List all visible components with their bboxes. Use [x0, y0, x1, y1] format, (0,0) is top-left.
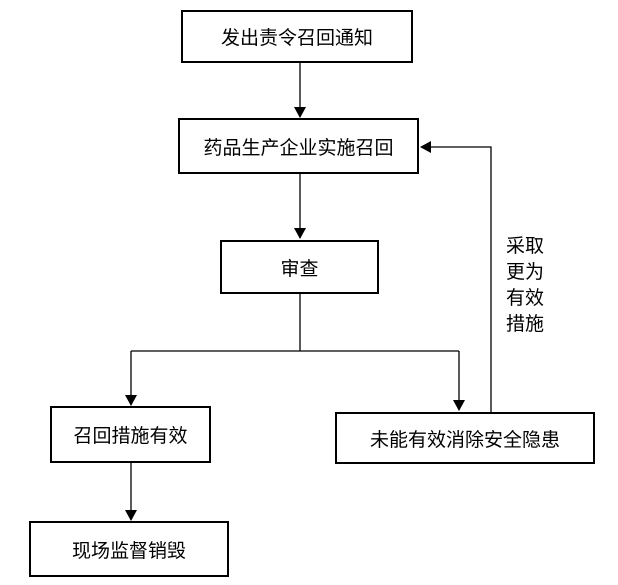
node-not-eliminated-label: 未能有效消除安全隐患 [369, 428, 560, 451]
feedback-label-line2: 更为 [505, 261, 544, 283]
node-implement-recall-label: 药品生产企业实施召回 [203, 136, 394, 159]
feedback-label-line1: 采取 [505, 235, 544, 257]
node-not-eliminated: 未能有效消除安全隐患 [335, 412, 595, 464]
node-onsite-destroy: 现场监督销毁 [29, 521, 229, 577]
node-recall-effective-label: 召回措施有效 [73, 425, 188, 447]
node-issue-recall-order-label: 发出责令召回通知 [220, 27, 373, 49]
node-review-label: 审查 [280, 257, 319, 280]
feedback-label-line3: 有效 [505, 287, 544, 309]
node-recall-effective: 召回措施有效 [50, 406, 211, 463]
node-onsite-destroy-label: 现场监督销毁 [71, 539, 186, 562]
feedback-label-line4: 措施 [505, 313, 544, 335]
feedback-label: 采取 更为 有效 措施 [503, 233, 547, 337]
node-review: 审查 [220, 240, 379, 294]
feedback-loop-line [420, 141, 492, 412]
node-issue-recall-order: 发出责令召回通知 [181, 10, 413, 63]
node-implement-recall: 药品生产企业实施召回 [178, 118, 419, 174]
